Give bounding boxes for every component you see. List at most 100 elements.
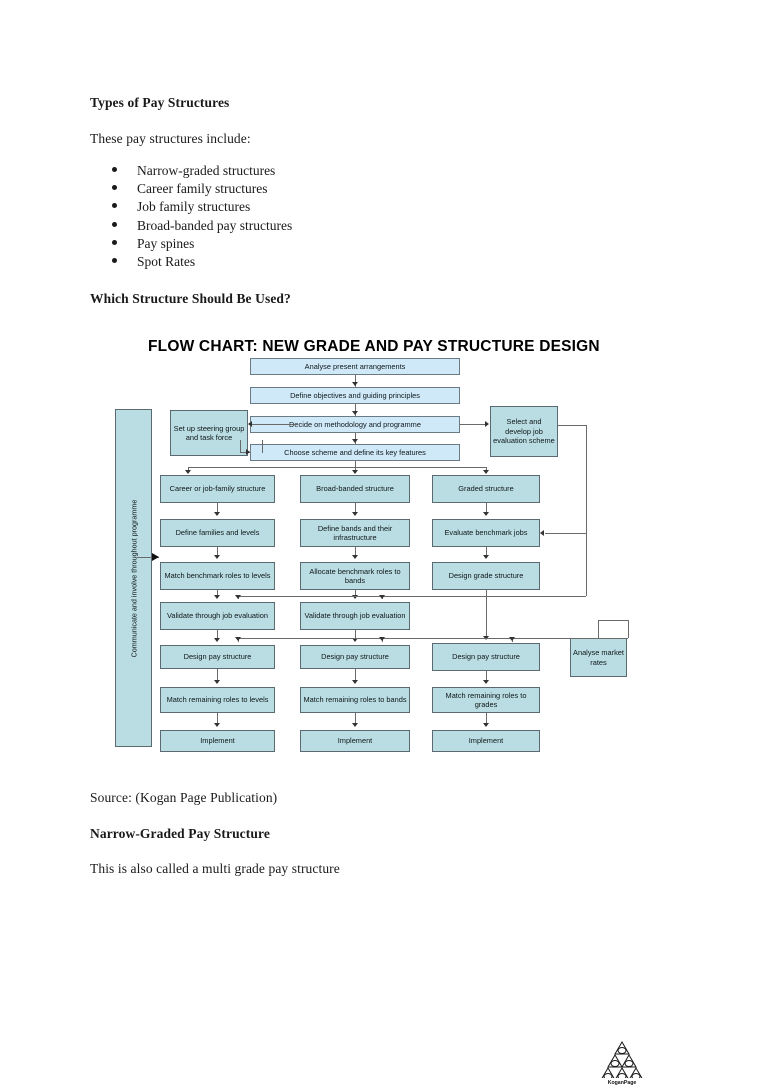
arrow-icon — [214, 723, 220, 727]
arrow-icon — [235, 595, 241, 599]
connector — [217, 669, 218, 683]
connector — [262, 440, 263, 453]
connector — [598, 620, 599, 638]
arrow-icon — [483, 512, 489, 516]
list-item: Narrow-graded structures — [112, 163, 532, 181]
arrow-icon — [352, 439, 358, 443]
bullet-icon — [112, 167, 117, 172]
bullet-icon — [112, 221, 117, 227]
connector — [217, 713, 218, 726]
closing-paragraph: This is also called a multi grade pay st… — [90, 861, 340, 876]
arrow-icon — [483, 680, 489, 684]
arrow-icon — [379, 637, 385, 641]
page-title: Types of Pay Structures — [90, 95, 230, 110]
node-c2-design-pay-structure: Design pay structure — [300, 645, 410, 669]
flow-chart-title: FLOW CHART: NEW GRADE AND PAY STRUCTURE … — [148, 338, 600, 355]
sidebar-label: Communicate and involve throughout progr… — [129, 499, 138, 657]
arrow-icon — [214, 638, 220, 642]
arrow-icon — [483, 555, 489, 559]
connector — [355, 630, 356, 641]
arrow-icon — [352, 411, 358, 415]
intro-paragraph: These pay structures include: — [90, 131, 251, 146]
source-caption: Source: (Kogan Page Publication) — [90, 790, 278, 805]
node-decide-methodology: Decide on methodology and programme — [250, 416, 460, 433]
arrow-icon — [248, 421, 252, 427]
connector — [217, 503, 218, 515]
sidebar-communicate-involve: Communicate and involve throughout progr… — [115, 409, 152, 747]
node-c2-broad-banded-structure: Broad-banded structure — [300, 475, 410, 503]
connector — [355, 375, 356, 387]
connector — [586, 425, 587, 533]
connector — [238, 596, 586, 597]
connector — [240, 440, 241, 453]
connector — [486, 671, 487, 683]
node-analyse-market-rates: Analyse market rates — [570, 638, 627, 677]
arrow-icon — [483, 470, 489, 474]
node-c1-define-families-levels: Define families and levels — [160, 519, 275, 547]
arrow-icon — [235, 637, 241, 641]
connector — [355, 590, 356, 598]
section-heading-which-structure: Which Structure Should Be Used? — [90, 291, 291, 306]
pay-structures-list: Narrow-graded structures Career family s… — [112, 163, 532, 272]
list-item: Pay spines — [112, 236, 532, 254]
connector — [558, 425, 586, 426]
connector — [355, 461, 356, 468]
connector — [598, 620, 628, 621]
bullet-icon — [112, 257, 117, 263]
arrow-icon — [540, 530, 544, 536]
node-c1-design-pay-structure: Design pay structure — [160, 645, 275, 669]
node-set-up-steering-group: Set up steering group and task force — [170, 410, 248, 456]
arrow-icon — [485, 421, 489, 427]
node-c3-graded-structure: Graded structure — [432, 475, 540, 503]
connector — [217, 590, 218, 598]
connector — [486, 713, 487, 726]
node-c3-design-pay-structure: Design pay structure — [432, 643, 540, 671]
node-c2-match-remaining-roles-bands: Match remaining roles to bands — [300, 687, 410, 713]
arrow-icon — [379, 595, 385, 599]
list-item: Broad-banded pay structures — [112, 218, 532, 236]
connector — [460, 424, 486, 425]
list-item: Career family structures — [112, 181, 532, 199]
connector — [217, 630, 218, 641]
node-c1-match-benchmark-roles-levels: Match benchmark roles to levels — [160, 562, 275, 590]
document-page: Types of Pay Structures These pay struct… — [0, 95, 768, 1086]
node-select-develop-job-evaluation: Select and develop job evaluation scheme — [490, 406, 558, 457]
arrow-icon — [352, 382, 358, 386]
arrow-icon — [246, 449, 250, 455]
flow-chart: FLOW CHART: NEW GRADE AND PAY STRUCTURE … — [0, 330, 768, 1086]
node-c3-design-grade-structure: Design grade structure — [432, 562, 540, 590]
connector — [355, 433, 356, 444]
section-heading-narrow-graded: Narrow-Graded Pay Structure — [90, 826, 270, 841]
connector — [628, 620, 629, 638]
connector — [586, 533, 587, 596]
list-item: Spot Rates — [112, 254, 532, 272]
node-c2-define-bands-infrastructure: Define bands and their infrastructure — [300, 519, 410, 547]
arrow-icon — [352, 470, 358, 474]
connector — [486, 547, 487, 558]
node-c1-implement: Implement — [160, 730, 275, 752]
node-define-objectives: Define objectives and guiding principles — [250, 387, 460, 404]
arrow-icon — [509, 637, 515, 641]
node-c3-match-remaining-roles-grades: Match remaining roles to grades — [432, 687, 540, 713]
node-c3-evaluate-benchmark-jobs: Evaluate benchmark jobs — [432, 519, 540, 547]
connector — [238, 638, 628, 639]
bullet-icon — [112, 239, 117, 245]
connector — [355, 669, 356, 683]
connector — [355, 503, 356, 515]
node-c1-match-remaining-roles-levels: Match remaining roles to levels — [160, 687, 275, 713]
connector — [486, 503, 487, 515]
connector — [252, 424, 298, 425]
node-analyse-present-arrangements: Analyse present arrangements — [250, 358, 460, 375]
kogan-page-triangle-icon — [600, 1041, 644, 1081]
node-c2-validate-job-evaluation: Validate through job evaluation — [300, 602, 410, 630]
arrow-icon — [185, 470, 191, 474]
node-c2-implement: Implement — [300, 730, 410, 752]
arrow-icon — [352, 555, 358, 559]
arrow-icon — [352, 512, 358, 516]
arrow-icon — [152, 553, 159, 561]
arrow-icon — [352, 638, 358, 642]
arrow-icon — [214, 512, 220, 516]
connector — [188, 467, 486, 468]
connector — [486, 590, 487, 637]
connector — [545, 533, 586, 534]
